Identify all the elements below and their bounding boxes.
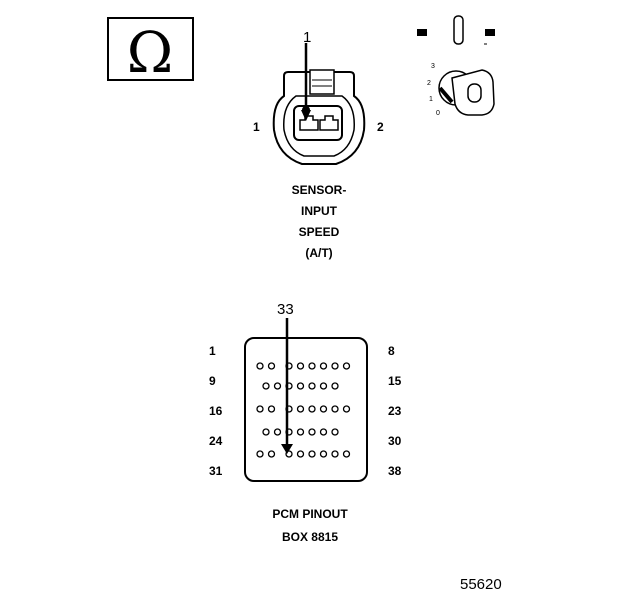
pcm-pin-hole	[262, 382, 270, 390]
ohmmeter-symbol: Ω	[107, 17, 194, 86]
pcm-pin-hole	[319, 450, 328, 458]
pcm-pin-hole	[267, 405, 276, 413]
pcm-pin-hole	[319, 362, 328, 370]
pcm-pin-hole	[342, 450, 351, 458]
ignition-on-marker	[485, 29, 495, 36]
pcm-pin-hole	[273, 382, 282, 390]
pcm-pin-hole	[331, 428, 339, 436]
ignition-pointer	[438, 86, 454, 104]
pcm-pin-hole	[319, 428, 328, 436]
pcm-pin-hole	[308, 405, 316, 413]
pcm-right-pin-label: 30	[388, 434, 402, 448]
pcm-pin-hole	[296, 428, 305, 436]
pcm-caption-line-1: PCM PINOUT	[272, 507, 348, 521]
sensor-pin-label-right: 2	[377, 120, 384, 134]
pcm-left-pin-label: 1	[209, 344, 216, 358]
ignition-switch-slot	[453, 15, 464, 45]
pcm-pin-hole	[342, 405, 351, 413]
ignition-off-marker	[417, 29, 427, 36]
sensor-connector-inner-shell	[283, 95, 355, 157]
pcm-caption: PCM PINOUT BOX 8815	[272, 507, 348, 544]
figure-number: 55620	[460, 576, 502, 593]
sensor-connector	[272, 69, 366, 165]
sensor-caption-line-1: SENSOR-	[292, 183, 347, 197]
pcm-left-pin-label: 16	[209, 404, 223, 418]
pcm-right-pin-label: 15	[388, 374, 402, 388]
ignition-position-3: 3	[431, 63, 435, 70]
pcm-pin-hole	[296, 382, 305, 390]
pcm-pin-hole	[308, 428, 316, 436]
ignition-position-1: 1	[429, 96, 433, 103]
pcm-pin-hole	[308, 362, 316, 370]
sensor-probe-number: 1	[303, 29, 311, 46]
pcm-pin-hole	[267, 450, 276, 458]
ignition-position-0: 0	[436, 110, 440, 117]
sensor-connector-latch	[309, 69, 335, 95]
pcm-right-pin-label: 38	[388, 464, 402, 478]
ignition-position-2: 2	[427, 80, 431, 87]
pcm-caption-line-2: BOX 8815	[282, 530, 338, 544]
pcm-pin-hole	[319, 382, 328, 390]
pcm-pin-hole	[331, 405, 339, 413]
ohmmeter-frame	[107, 17, 194, 81]
sensor-caption-line-4: (A/T)	[305, 246, 332, 260]
pcm-left-pin-label: 31	[209, 464, 223, 478]
pcm-pin-hole	[267, 362, 276, 370]
pcm-connector-body	[244, 337, 368, 482]
sensor-caption-line-3: SPEED	[299, 225, 340, 239]
pcm-probe-arrow	[281, 318, 293, 454]
pcm-pin-hole	[296, 450, 305, 458]
pcm-right-pin-label: 8	[388, 344, 395, 358]
ignition-key-icon: 3 2 1 0	[417, 15, 495, 117]
pcm-pin-hole	[256, 405, 264, 413]
pcm-pin-hole	[262, 428, 270, 436]
pcm-pin-hole	[308, 450, 316, 458]
key-hole	[467, 83, 482, 103]
pcm-left-pin-label: 24	[209, 434, 223, 448]
pcm-pin-hole	[296, 362, 305, 370]
pcm-pin-hole	[296, 405, 305, 413]
pcm-pin-hole	[308, 382, 316, 390]
sensor-caption-line-2: INPUT	[301, 204, 338, 218]
ohm-icon: Ω	[127, 21, 173, 86]
pcm-probe-number: 33	[277, 301, 294, 318]
pcm-right-pin-label: 23	[388, 404, 402, 418]
sensor-terminal-1	[299, 115, 319, 131]
pcm-pin-hole	[331, 450, 339, 458]
sensor-pin-label-left: 1	[253, 120, 260, 134]
pcm-left-pin-labels: 1 9 16 24 31	[209, 344, 223, 478]
pcm-pin-hole	[273, 428, 282, 436]
pcm-pin-hole	[319, 405, 328, 413]
pcm-left-pin-label: 9	[209, 374, 216, 388]
pcm-pin-hole	[342, 362, 351, 370]
pcm-pin-hole	[256, 362, 264, 370]
pcm-right-pin-labels: 8 15 23 30 38	[388, 344, 402, 478]
pcm-pin-hole	[331, 362, 339, 370]
sensor-terminal-2	[319, 115, 339, 131]
pcm-pin-hole	[256, 450, 264, 458]
sensor-caption: SENSOR- INPUT SPEED (A/T)	[292, 183, 347, 260]
sensor-probe-arrow	[301, 43, 311, 121]
pcm-pin-hole	[331, 382, 339, 390]
